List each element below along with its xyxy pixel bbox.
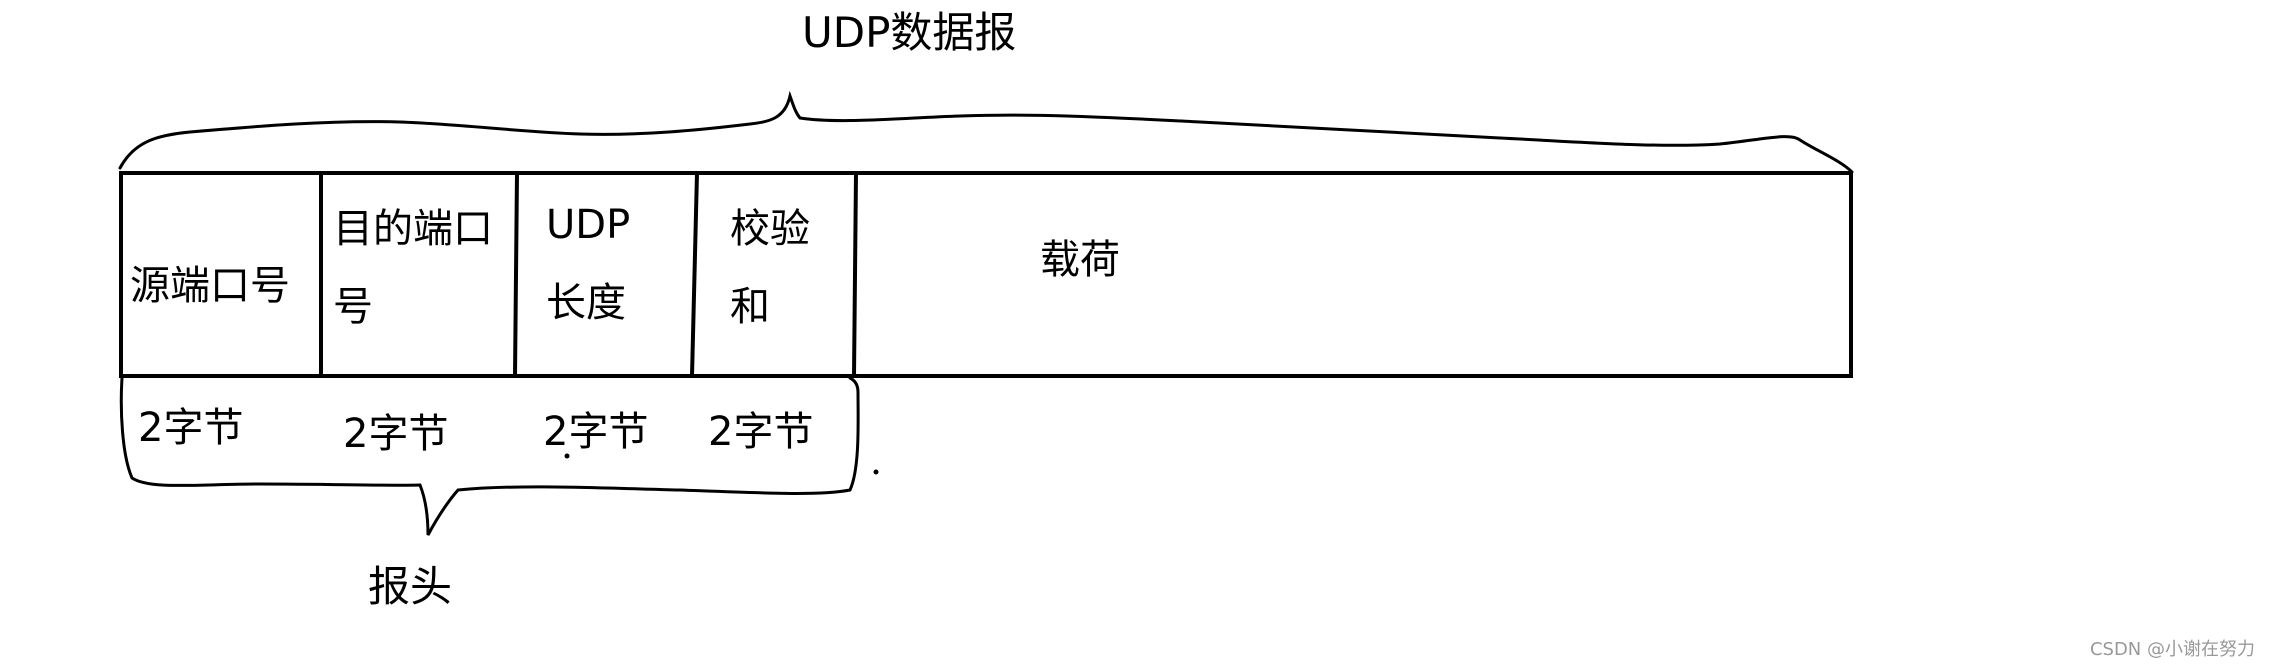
stray-dot-1 bbox=[564, 453, 570, 459]
divider-2 bbox=[513, 172, 519, 377]
field-dst-port: 目的端口号 bbox=[333, 206, 493, 330]
datagram-box bbox=[119, 171, 1853, 378]
bytes-checksum: 2字节 bbox=[708, 409, 814, 455]
stray-dot-2 bbox=[873, 469, 879, 475]
bytes-dst-port: 2字节 bbox=[343, 411, 449, 457]
datagram-brace bbox=[118, 90, 1854, 174]
field-payload: 载荷 bbox=[1040, 237, 1120, 283]
header-label: 报头 bbox=[368, 562, 453, 611]
divider-3 bbox=[690, 172, 699, 377]
diagram-title: UDP数据报 bbox=[802, 8, 1017, 57]
watermark: CSDN @小谢在努力 bbox=[2089, 639, 2255, 660]
divider-4 bbox=[852, 172, 858, 377]
bytes-src-port: 2字节 bbox=[138, 405, 244, 451]
header-brace bbox=[119, 376, 860, 536]
bytes-udp-length: 2字节 bbox=[543, 409, 649, 455]
field-src-port: 源端口号 bbox=[130, 263, 290, 309]
field-checksum: 校验和 bbox=[730, 206, 810, 330]
field-udp-length: UDP长度 bbox=[546, 202, 631, 326]
